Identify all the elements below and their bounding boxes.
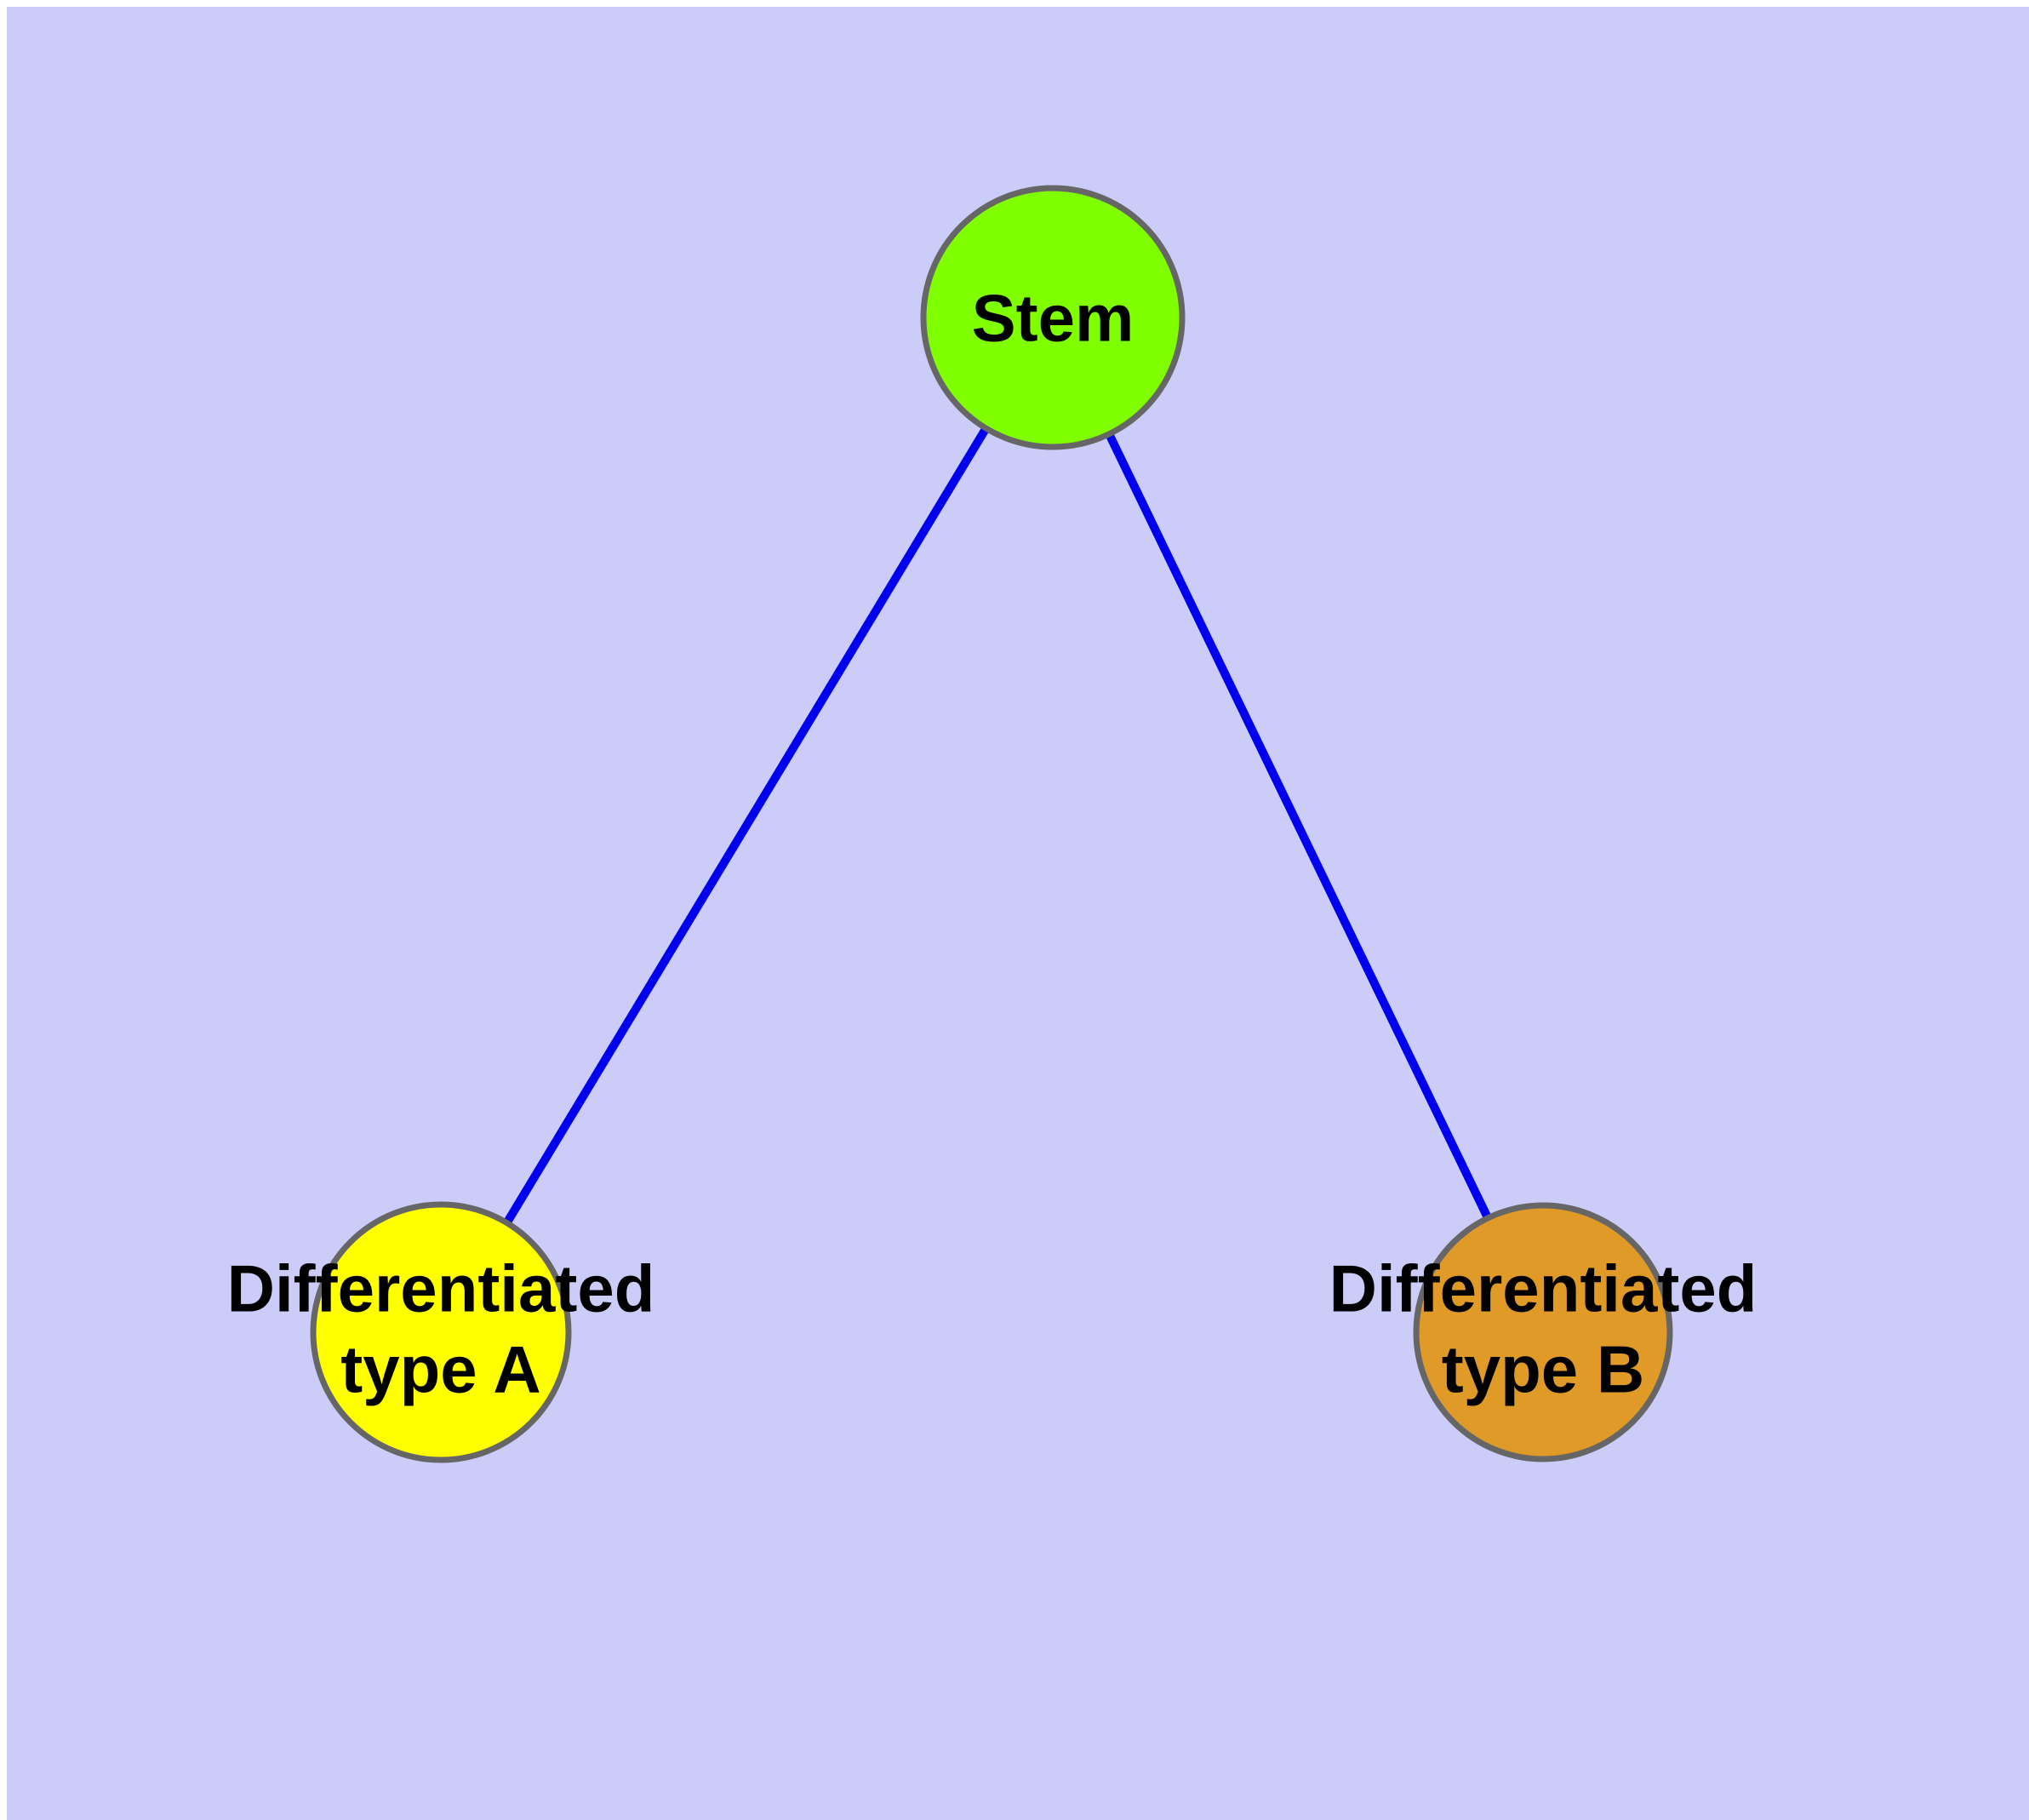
edges-group xyxy=(437,315,1547,1335)
nodes-group xyxy=(310,185,1673,1463)
node-diff-type-b[interactable] xyxy=(1413,1202,1673,1462)
node-label-diff-type-a-line1: Differentiated xyxy=(227,1251,655,1326)
node-label-stem: Stem xyxy=(972,281,1135,356)
node-labels-group: Stem Differentiated type A Differentiate… xyxy=(227,281,1758,1407)
node-circle-diff-type-a[interactable] xyxy=(310,1201,572,1463)
edge-stem-to-type-a[interactable] xyxy=(437,315,1057,1335)
edge-stem-to-type-b[interactable] xyxy=(1049,315,1547,1335)
node-circle-stem[interactable] xyxy=(920,185,1186,450)
node-label-diff-type-b-line1: Differentiated xyxy=(1329,1251,1758,1326)
node-diff-type-a[interactable] xyxy=(310,1201,572,1463)
node-label-diff-type-b-line2: type B xyxy=(1442,1332,1644,1407)
node-circle-diff-type-b[interactable] xyxy=(1413,1202,1673,1462)
node-label-diff-type-a-line2: type A xyxy=(340,1332,541,1407)
node-stem[interactable] xyxy=(920,185,1186,450)
